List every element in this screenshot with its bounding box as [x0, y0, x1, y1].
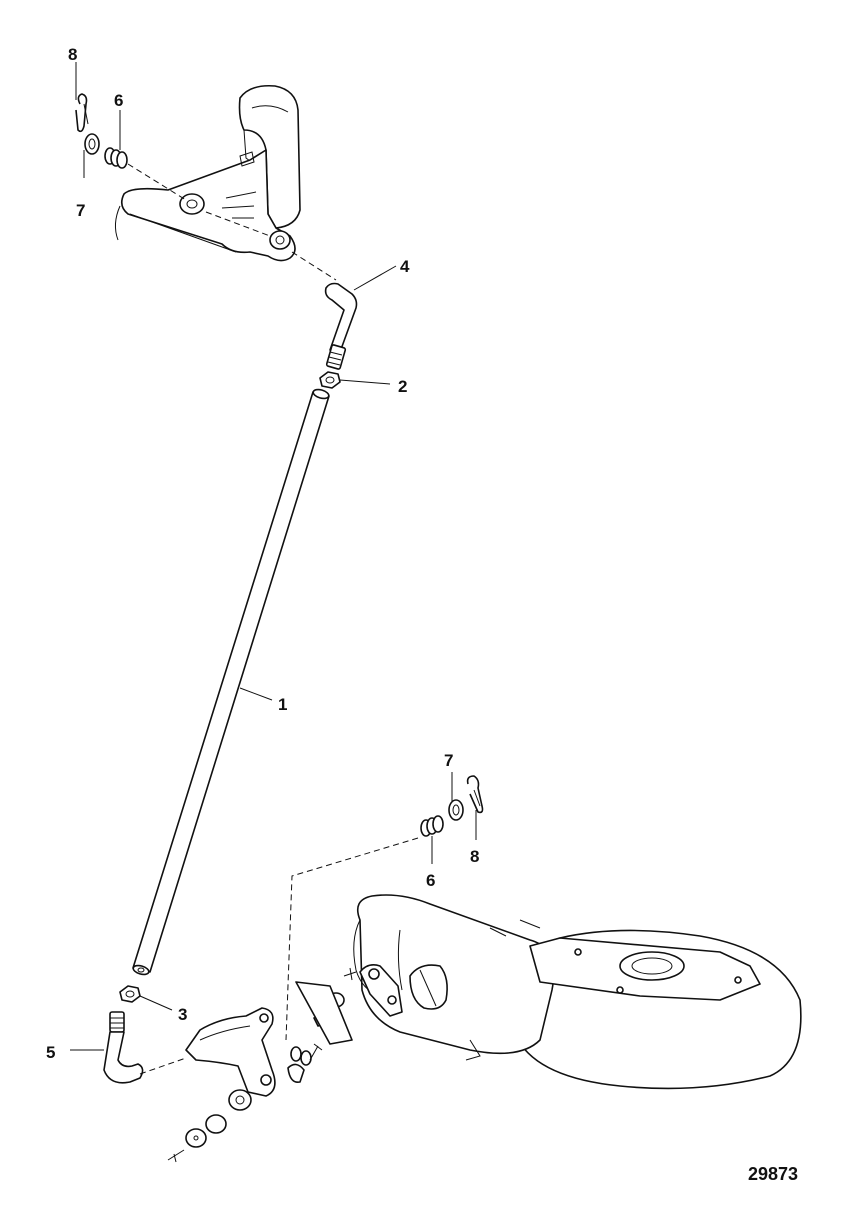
callout-1: 1	[278, 695, 287, 714]
spring-bottom	[420, 815, 444, 837]
rod-end-upper	[324, 282, 358, 370]
gear-housing	[295, 894, 802, 1090]
assembly-line-lower-rod	[139, 1057, 187, 1075]
callout-labels: 8 6 7 4 2 1 7 8 6 3 5	[46, 45, 479, 1062]
callout-6-bottom: 6	[426, 871, 435, 890]
washer-bottom	[448, 799, 464, 821]
callout-7-bottom: 7	[444, 751, 453, 770]
nut-lower	[119, 985, 141, 1003]
callout-3: 3	[178, 1005, 187, 1024]
assembly-line-top	[127, 163, 337, 281]
rod-end-lower	[103, 1011, 144, 1084]
cotter-pin-bottom	[466, 775, 484, 814]
shift-bracket	[167, 967, 357, 1163]
callout-8-bottom: 8	[470, 847, 479, 866]
cotter-pin-top	[75, 93, 89, 133]
leader-lines	[70, 62, 477, 1051]
callout-2: 2	[398, 377, 407, 396]
shift-rod	[132, 388, 330, 976]
callout-5: 5	[46, 1043, 55, 1062]
callout-6-top: 6	[114, 91, 123, 110]
assembly-line-bottom	[285, 837, 419, 1041]
shift-lever-assembly	[114, 84, 301, 262]
nut-upper	[319, 371, 341, 389]
spring-top	[104, 147, 128, 169]
figure-number: 29873	[748, 1164, 798, 1184]
callout-8-top: 8	[68, 45, 77, 64]
callout-4: 4	[400, 257, 410, 276]
washer-top	[84, 133, 100, 155]
callout-7-top: 7	[76, 201, 85, 220]
